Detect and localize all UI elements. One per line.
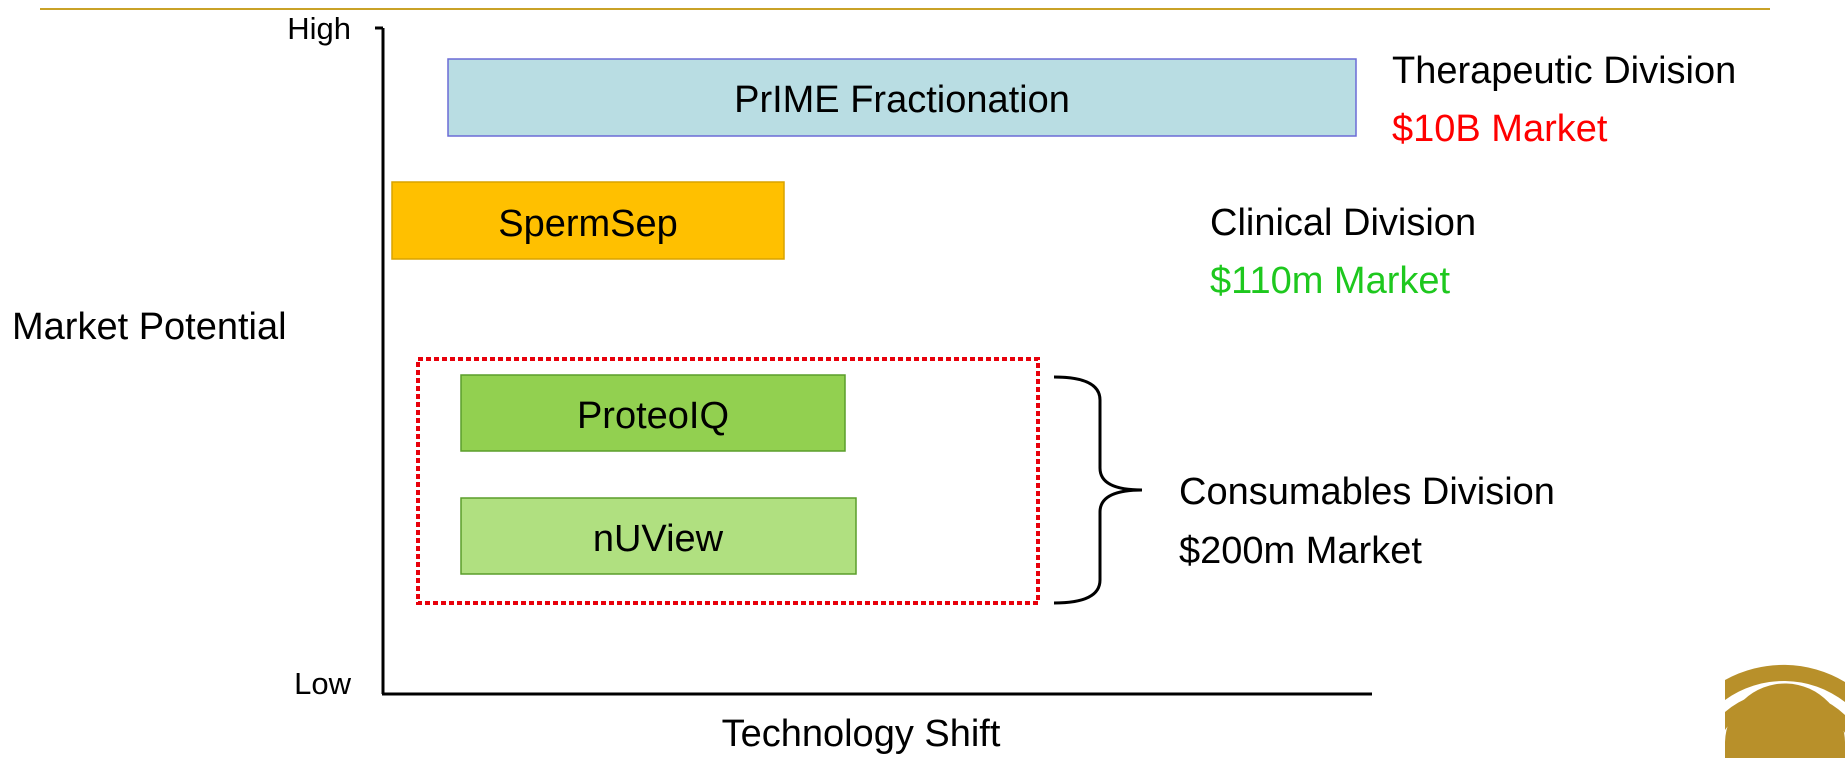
y-axis-title: Market Potential (12, 306, 287, 348)
bar-prime-fractionation-label: PrIME Fractionation (734, 79, 1070, 121)
therapeutic-division-market: $10B Market (1392, 108, 1608, 150)
therapeutic-division-name: Therapeutic Division (1392, 50, 1736, 92)
clinical-division-market: $110m Market (1210, 260, 1451, 302)
bar-nuview-label: nUView (593, 518, 724, 560)
consumables-division-market: $200m Market (1179, 530, 1422, 572)
y-axis-high-label: High (287, 11, 351, 46)
clinical-division-name: Clinical Division (1210, 202, 1476, 244)
bar-spermsep-label: SpermSep (498, 203, 678, 245)
bar-prime-fractionation (447, 58, 1357, 137)
bar-spermsep (391, 181, 785, 260)
y-axis-low-label: Low (294, 666, 351, 701)
consumables-brace (1053, 375, 1143, 605)
bar-proteoiq-label: ProteoIQ (577, 395, 729, 437)
company-logo-icon (1725, 664, 1845, 758)
bar-nuview (460, 497, 857, 575)
consumables-division-name: Consumables Division (1179, 471, 1555, 513)
x-axis-title: Technology Shift (722, 713, 1001, 755)
bar-proteoiq (460, 374, 846, 452)
